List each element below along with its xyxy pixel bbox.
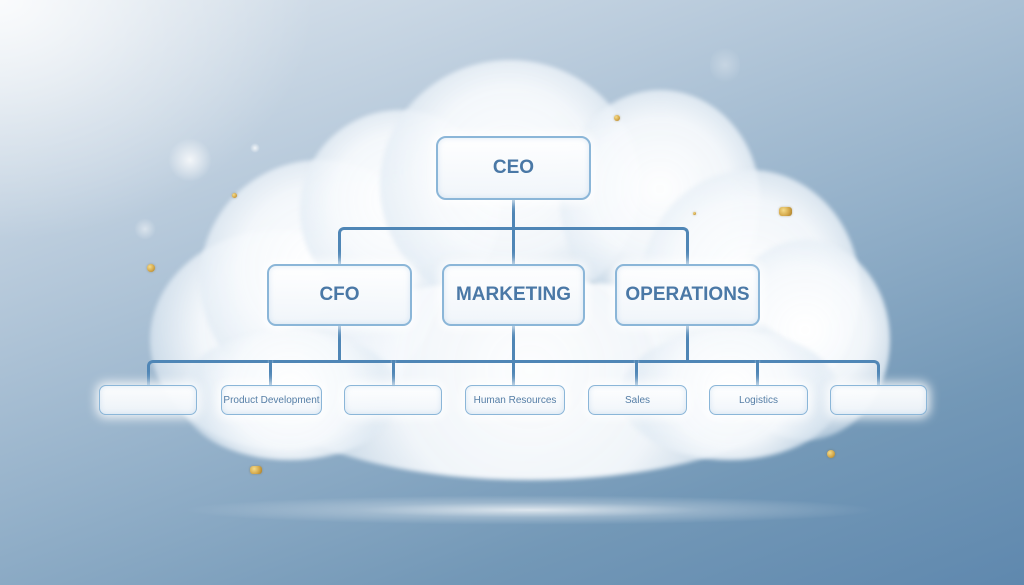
node-ceo: CEO [436, 136, 591, 200]
node-empty-2 [344, 385, 442, 415]
connector-line [338, 325, 341, 362]
connector-line [392, 360, 395, 387]
connector-bracket [147, 360, 880, 387]
gold-bead [232, 193, 237, 198]
node-sales: Sales [588, 385, 687, 415]
gold-bead [614, 115, 620, 121]
gold-bead [779, 207, 792, 216]
node-cfo: CFO [267, 264, 412, 326]
node-human-resources: Human Resources [465, 385, 565, 415]
connector-line [512, 325, 515, 387]
light-flare [168, 138, 212, 182]
light-flare [250, 143, 260, 153]
light-flare [710, 45, 740, 85]
light-flare [134, 218, 156, 240]
connector-line [635, 360, 638, 387]
node-logistics: Logistics [709, 385, 808, 415]
connector-line [269, 360, 272, 387]
node-operations: OPERATIONS [615, 264, 760, 326]
gold-bead [693, 212, 696, 215]
gold-bead [147, 264, 155, 272]
connector-line [756, 360, 759, 387]
connector-line [512, 199, 515, 265]
gold-bead [250, 466, 262, 474]
gold-bead [827, 450, 835, 458]
horizon-glow [180, 495, 880, 525]
connector-bracket [338, 227, 689, 265]
node-empty-3 [830, 385, 927, 415]
node-empty-1 [99, 385, 197, 415]
node-marketing: MARKETING [442, 264, 585, 326]
connector-line [686, 325, 689, 362]
node-product-development: Product Development [221, 385, 322, 415]
